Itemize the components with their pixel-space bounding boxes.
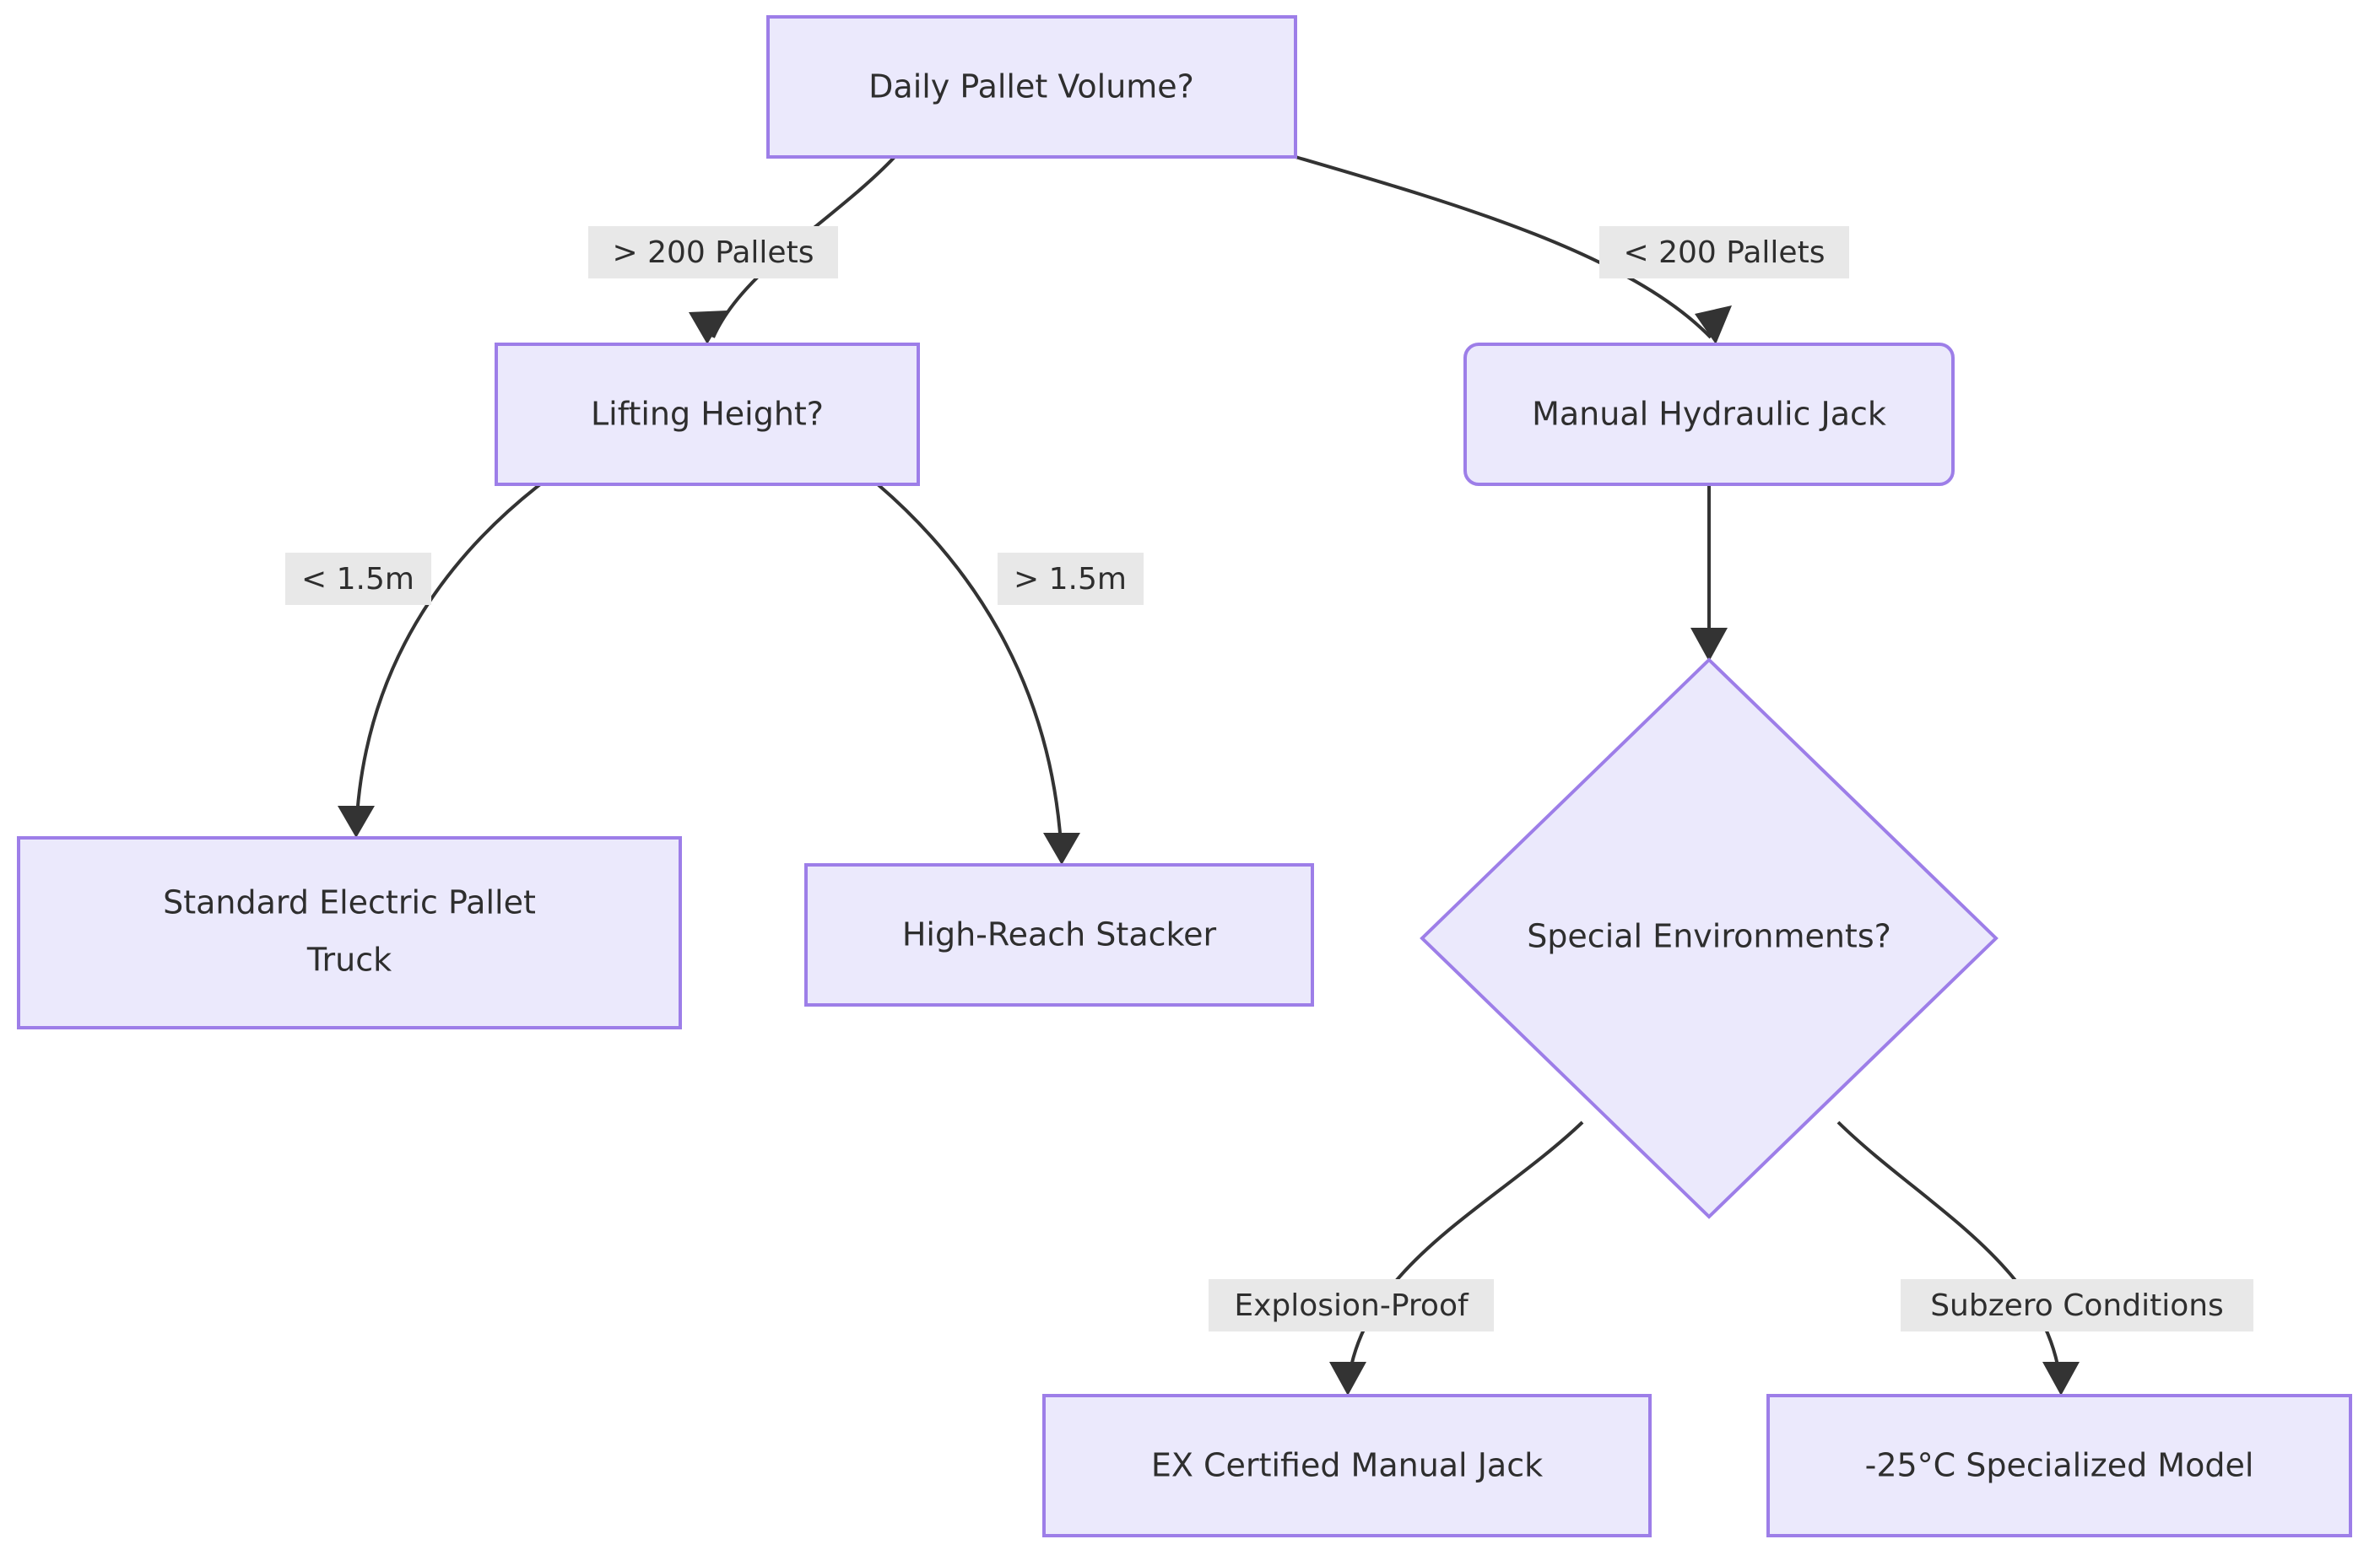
edge-label-subzero-conditions: Subzero Conditions <box>1901 1279 2253 1331</box>
edge-label-lt-200-pallets: < 200 Pallets <box>1599 226 1849 278</box>
arrow-head-lifting-to-stacker <box>1043 833 1080 865</box>
node-label: Lifting Height? <box>591 396 824 433</box>
node-rect[interactable] <box>17 836 682 1029</box>
arrow-head-manual-jack-to-special-env <box>1690 628 1728 662</box>
node-daily-pallet-volume[interactable]: Daily Pallet Volume? <box>766 15 1297 159</box>
edge-labels-layer: > 200 Pallets < 200 Pallets < 1.5m > 1.5… <box>285 226 2253 1331</box>
edge-special-env-to-ex-jack <box>1346 1121 1584 1389</box>
node-label: EX Certified Manual Jack <box>1151 1447 1543 1484</box>
node-label: Special Environments? <box>1527 918 1891 955</box>
node-high-reach-stacker[interactable]: High-Reach Stacker <box>804 863 1314 1007</box>
arrow-head-special-env-to-ex-jack <box>1329 1362 1366 1396</box>
edge-label-text: < 1.5m <box>301 562 414 597</box>
node-special-environments[interactable]: Special Environments? <box>1420 657 1999 1219</box>
edge-label-bg <box>1599 226 1849 278</box>
arrow-head-volume-to-manual-jack <box>1695 305 1732 344</box>
node-label: Manual Hydraulic Jack <box>1532 396 1886 433</box>
node-label-line-2: Truck <box>306 942 392 979</box>
node-label-line-1: Standard Electric Pallet <box>163 884 536 921</box>
node-subzero-specialized-model[interactable]: -25°C Specialized Model <box>1766 1394 2352 1537</box>
arrow-head-lifting-to-standard-truck <box>338 806 375 838</box>
node-rect[interactable] <box>1042 1394 1652 1537</box>
edge-label-gt-1-5m: > 1.5m <box>998 553 1144 605</box>
node-rect[interactable] <box>1766 1394 2352 1537</box>
node-ex-certified-manual-jack[interactable]: EX Certified Manual Jack <box>1042 1394 1652 1537</box>
node-label: High-Reach Stacker <box>902 916 1217 953</box>
edge-label-text: < 200 Pallets <box>1624 235 1826 270</box>
arrow-head-volume-to-lifting <box>689 311 728 344</box>
edge-label-lt-1-5m: < 1.5m <box>285 553 431 605</box>
nodes-layer: Daily Pallet Volume? Lifting Height? Man… <box>17 15 2352 1537</box>
node-manual-hydraulic-jack[interactable]: Manual Hydraulic Jack <box>1463 343 1955 486</box>
edge-label-bg <box>1901 1279 2253 1331</box>
node-diamond[interactable] <box>1420 657 1999 1219</box>
edge-label-explosion-proof: Explosion-Proof <box>1209 1279 1494 1331</box>
node-lifting-height[interactable]: Lifting Height? <box>495 343 920 486</box>
edge-label-text: Subzero Conditions <box>1930 1288 2224 1323</box>
edge-special-env-to-subzero <box>1836 1121 2063 1389</box>
node-standard-electric-pallet-truck[interactable]: Standard Electric Pallet Truck <box>17 836 682 1029</box>
node-label: Daily Pallet Volume? <box>868 68 1194 105</box>
edge-label-bg <box>1209 1279 1494 1331</box>
edge-label-text: Explosion-Proof <box>1234 1288 1469 1323</box>
node-rect[interactable] <box>804 863 1314 1007</box>
edges-layer <box>338 155 2080 1396</box>
edge-label-bg <box>998 553 1144 605</box>
arrow-head-special-env-to-subzero <box>2042 1362 2080 1396</box>
edge-label-text: > 200 Pallets <box>613 235 814 270</box>
edge-lifting-to-standard-truck <box>354 483 542 832</box>
node-rect[interactable] <box>766 15 1297 159</box>
edge-lifting-to-stacker <box>876 483 1063 859</box>
edge-label-bg <box>285 553 431 605</box>
node-rect[interactable] <box>495 343 920 486</box>
edge-label-gt-200-pallets: > 200 Pallets <box>588 226 838 278</box>
edge-label-text: > 1.5m <box>1014 562 1127 597</box>
edge-volume-to-manual-jack <box>1295 155 1712 339</box>
node-label: -25°C Specialized Model <box>1865 1447 2254 1484</box>
node-rect[interactable] <box>1463 343 1955 486</box>
edge-label-bg <box>588 226 838 278</box>
